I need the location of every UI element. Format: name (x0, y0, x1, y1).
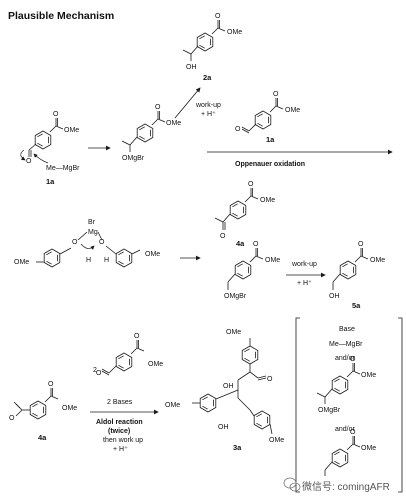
product-2a: OMe O OH (182, 13, 242, 71)
base-andor-1: and/or (335, 355, 356, 362)
primary-alkoxide-omgbr: OMgBr (224, 293, 247, 300)
ketone-4a: OMe O O (214, 181, 275, 240)
alkoxide-omgbr: OMgBr (122, 155, 145, 162)
ketone-4a-carbonyl-o: O (220, 233, 226, 240)
product-5a-o: O (358, 241, 364, 248)
base-alkoxide-o: O (350, 356, 356, 363)
proton-label-1: + H⁺ (201, 111, 216, 118)
primary-alkoxide: OMe O OMgBr (224, 241, 280, 300)
start-4a-ester-o: O (48, 381, 54, 388)
ts-o: O (72, 239, 78, 246)
product-5a-ome: OMe (370, 257, 385, 264)
base-andor-2: and/or (335, 426, 356, 433)
primary-alkoxide-ome: OMe (265, 257, 280, 264)
aldehyde-equiv: 2 (93, 367, 97, 374)
ts-br: Br (88, 219, 96, 226)
ts-mg: Mg (88, 229, 98, 236)
oppenauer-label: Oppenauer oxidation (235, 161, 305, 168)
product-2a-oh: OH (186, 64, 197, 71)
two-bases-label: 2 Bases (107, 399, 133, 406)
alkoxide-intermediate: OMe O OMgBr (121, 104, 181, 162)
aldehyde-reagent-ester-o: O (134, 333, 140, 340)
ts-h-left: H (86, 257, 91, 264)
product-3a-right-ome: OMe (269, 437, 284, 444)
workup-label-2: work-up (291, 261, 317, 268)
label-1a-reagent: 1a (266, 135, 275, 144)
product-5a: OMe O OH (329, 241, 385, 300)
label-1a: 1a (46, 177, 55, 186)
product-3a-left-ome: OMe (165, 402, 180, 409)
ester-ome: OMe (64, 127, 79, 134)
aldol-twice-label: (twice) (108, 428, 130, 435)
product-5a-oh: OH (329, 293, 340, 300)
alkoxide-ester-o: O (155, 104, 161, 111)
ts-right-ome: OMe (145, 251, 160, 258)
product-3a-top-ome: OMe (226, 329, 241, 336)
base-bracket (295, 317, 403, 493)
product-3a: OMe O OH OMe OH OMe (165, 329, 284, 444)
transition-state: OMe O H H O OMe Br Mg (14, 219, 160, 268)
product-3a-ketone-o: O (267, 376, 273, 383)
base-primary-ome: OMe (361, 445, 376, 452)
base-primary-alkoxide: OMe O (324, 429, 376, 476)
watermark: 微信号: comingAFR (302, 480, 390, 493)
ts-left-ome: OMe (14, 259, 29, 266)
ts-o-right: O (99, 239, 105, 246)
ketone-4a-o: O (248, 181, 254, 188)
aldol-proton-label: + H⁺ (113, 446, 128, 453)
aldehyde-reagent-o: O (96, 370, 102, 377)
start-4a: OMe O O (9, 381, 77, 422)
reagent-1a: OMe O O (235, 91, 300, 134)
product-2a-o: O (215, 13, 221, 20)
ketone-4a-ome: OMe (260, 197, 275, 204)
product-2a-ome: OMe (227, 29, 242, 36)
product-3a-oh-bottom: OH (218, 424, 229, 431)
base-alkoxide-omgbr: OMgBr (318, 407, 341, 414)
scheme-title: Plausible Mechanism (8, 10, 114, 22)
aldol-then-label: then work up (103, 437, 143, 444)
substrate-1a: OMe O O (20, 111, 79, 165)
label-5a: 5a (352, 301, 361, 310)
start-4a-carbonyl-o: O (9, 415, 15, 422)
base-alkoxide-ome: OMe (361, 372, 376, 379)
primary-alkoxide-o: O (253, 241, 259, 248)
label-2a: 2a (203, 73, 212, 82)
base-primary-o: O (350, 429, 356, 436)
aldehyde-reagent: 2 OMe O O (93, 333, 163, 377)
label-4a: 4a (236, 239, 245, 248)
base-grignard: Me—MgBr (329, 341, 363, 348)
label-3a: 3a (233, 443, 242, 452)
workup-label-1: work-up (195, 102, 221, 109)
base-alkoxide: OMe O OMgBr (316, 356, 376, 414)
alkoxide-ome: OMe (166, 120, 181, 127)
wechat-icon (283, 477, 301, 492)
reagent-1a-ome: OMe (285, 107, 300, 114)
ester-o: O (53, 111, 59, 118)
start-4a-ome: OMe (62, 405, 77, 412)
proton-label-2: + H⁺ (297, 280, 312, 287)
arrow-workup (174, 87, 201, 119)
aldehyde-o: O (26, 158, 32, 165)
reagent-1a-aldehyde-o: O (235, 126, 241, 133)
ts-h-right: H (104, 257, 109, 264)
product-3a-oh-top: OH (223, 383, 234, 390)
base-title: Base (339, 326, 355, 333)
aldol-label: Aldol reaction (96, 419, 143, 426)
aldehyde-reagent-ome: OMe (148, 361, 163, 368)
reagent-1a-ester-o: O (273, 91, 279, 98)
label-4a-start: 4a (38, 433, 47, 442)
grignard-reagent: Me—MgBr (46, 165, 80, 172)
